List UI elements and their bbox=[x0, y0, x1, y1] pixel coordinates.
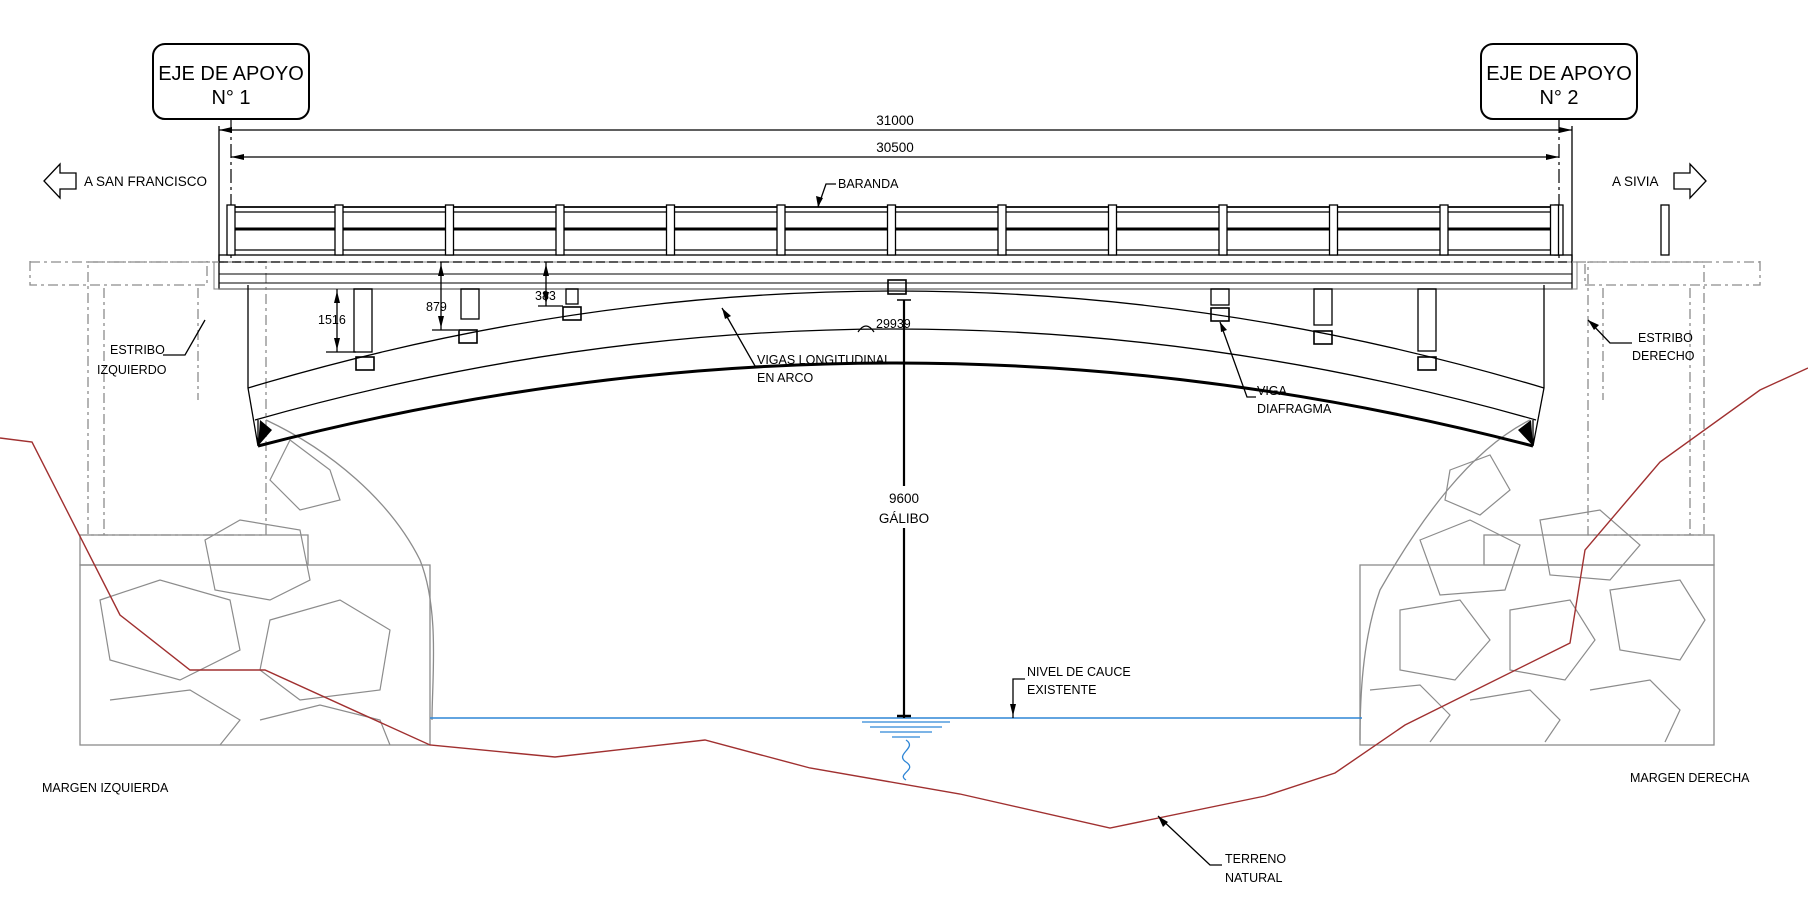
railing-post bbox=[886, 204, 897, 256]
arrow-left-icon bbox=[43, 162, 77, 200]
clearance-label: GÁLIBO bbox=[879, 511, 929, 526]
water-level-line2: EXISTENTE bbox=[1027, 683, 1096, 697]
dimension-arch-radius: 29939 bbox=[857, 317, 911, 333]
support-axis-1-line1: EJE DE APOYO bbox=[158, 63, 304, 85]
callout-right-abutment: ESTRIBO DERECHO bbox=[1587, 319, 1695, 363]
left-rock-slope bbox=[99, 419, 435, 746]
railing-post bbox=[1549, 204, 1560, 256]
dimension-arch-depth-3: 383 bbox=[535, 262, 563, 307]
diaphragm-line1: VIGA bbox=[1257, 384, 1288, 398]
dimension-total-length: 31000 bbox=[218, 113, 1573, 262]
terrain-line1: TERRENO bbox=[1225, 852, 1286, 866]
dimension-arch-depth-1: 1516 bbox=[318, 289, 356, 353]
arch-depth-3-value: 383 bbox=[535, 289, 556, 303]
support-axis-1-label: EJE DE APOYO N° 1 bbox=[152, 43, 310, 120]
railing-post bbox=[665, 204, 676, 256]
arch-radius-value: 29939 bbox=[876, 317, 911, 331]
right-abutment bbox=[1359, 261, 1761, 746]
callout-arch-beams: VIGAS LONGITUDINAL EN ARCO bbox=[721, 307, 891, 385]
left-abutment-line1: ESTRIBO bbox=[110, 343, 165, 357]
left-margin-label: MARGEN IZQUIERDA bbox=[42, 781, 169, 795]
hangers bbox=[353, 288, 1437, 353]
left-abutment bbox=[29, 261, 431, 746]
left-abutment-line2: IZQUIERDO bbox=[97, 363, 167, 377]
railing bbox=[226, 204, 1670, 256]
right-abutment-line1: ESTRIBO bbox=[1638, 331, 1693, 345]
railing-post bbox=[555, 204, 565, 256]
arrow-right-icon bbox=[1673, 162, 1707, 200]
terrain-line2: NATURAL bbox=[1225, 871, 1282, 885]
dimension-span-length: 30500 bbox=[231, 140, 1559, 160]
callout-water-level: NIVEL DE CAUCE EXISTENTE bbox=[1010, 665, 1131, 718]
bridge-deck bbox=[213, 254, 1578, 290]
railing-post bbox=[226, 204, 236, 256]
arch-depth-1-value: 1516 bbox=[318, 313, 346, 327]
right-margin-label: MARGEN DERECHA bbox=[1630, 771, 1750, 785]
callout-terrain: TERRENO NATURAL bbox=[1157, 815, 1286, 885]
railing-post bbox=[1328, 204, 1339, 256]
direction-left: A SAN FRANCISCO bbox=[43, 162, 207, 200]
support-axis-1-line2: N° 1 bbox=[211, 87, 250, 109]
railing-post bbox=[1660, 204, 1670, 256]
arch-beams bbox=[247, 285, 1545, 448]
span-length-value: 30500 bbox=[876, 140, 914, 155]
clearance-value: 9600 bbox=[889, 491, 919, 506]
diaphragm-line2: DIAFRAGMA bbox=[1257, 402, 1332, 416]
right-rock-slope bbox=[1359, 419, 1706, 743]
direction-right: A SIVIA bbox=[1612, 162, 1707, 200]
water-level-line1: NIVEL DE CAUCE bbox=[1027, 665, 1131, 679]
railing-post bbox=[1107, 204, 1118, 256]
arch-depth-2-value: 879 bbox=[426, 300, 447, 314]
railing-post bbox=[1218, 204, 1228, 256]
callout-left-abutment: ESTRIBO IZQUIERDO bbox=[97, 319, 206, 377]
diaphragm-beams bbox=[355, 279, 1437, 371]
direction-left-label: A SAN FRANCISCO bbox=[84, 174, 207, 189]
railing-label: BARANDA bbox=[838, 177, 899, 191]
support-axis-2-label: EJE DE APOYO N° 2 bbox=[1480, 43, 1638, 120]
callout-diaphragm: VIGA DIAFRAGMA bbox=[1219, 321, 1332, 416]
railing-post bbox=[1439, 204, 1449, 256]
total-length-value: 31000 bbox=[876, 113, 914, 128]
right-abutment-line2: DERECHO bbox=[1632, 349, 1695, 363]
railing-post bbox=[334, 204, 344, 256]
water-level bbox=[430, 717, 1362, 781]
support-axis-2-line1: EJE DE APOYO bbox=[1486, 63, 1632, 85]
arch-beams-line2: EN ARCO bbox=[757, 371, 814, 385]
railing-post bbox=[997, 204, 1007, 256]
dimension-arch-depth-2: 879 bbox=[426, 262, 458, 331]
natural-terrain-line bbox=[0, 367, 1808, 829]
arch-beams-line1: VIGAS LONGITUDINAL bbox=[757, 353, 891, 367]
support-axis-2-line2: N° 2 bbox=[1539, 87, 1578, 109]
railing-post bbox=[444, 204, 455, 256]
direction-right-label: A SIVIA bbox=[1612, 174, 1659, 189]
callout-railing: BARANDA bbox=[816, 177, 899, 208]
railing-post bbox=[776, 204, 786, 256]
dimension-clearance: 9600 GÁLIBO bbox=[870, 299, 938, 718]
